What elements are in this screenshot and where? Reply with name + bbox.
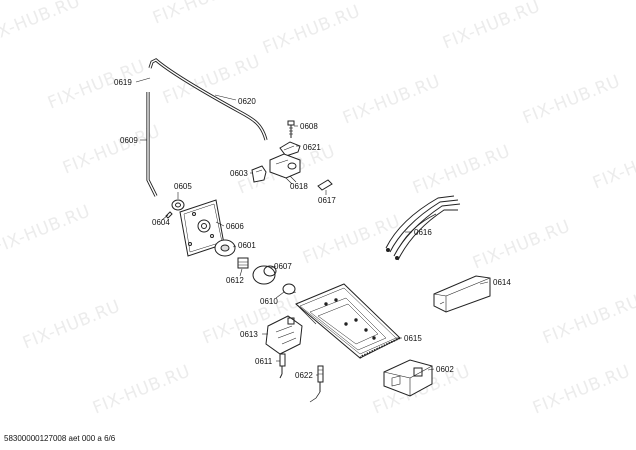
leader-0618 [289, 175, 297, 183]
rod-0609 [146, 92, 158, 197]
part-label-0620: 0620 [238, 97, 256, 106]
harness-0616 [385, 195, 461, 261]
leader-0619 [135, 77, 151, 83]
part-label-0601: 0601 [238, 241, 256, 250]
part-label-0613: 0613 [240, 330, 258, 339]
part-label-0622: 0622 [295, 371, 313, 380]
drawing-footer: 58300000127008 aet 000 a 6/6 [4, 434, 116, 443]
part-label-0617: 0617 [318, 196, 336, 205]
leader-0610 [275, 291, 285, 299]
bushing-0610 [282, 283, 297, 295]
bracket-0602 [383, 359, 433, 397]
screw-0608 [287, 120, 295, 138]
part-label-0612: 0612 [226, 276, 244, 285]
leader-0620 [214, 94, 237, 101]
pin-0617 [317, 179, 333, 191]
part-label-0619: 0619 [114, 78, 132, 87]
burner-0615 [295, 283, 401, 359]
part-label-0609: 0609 [120, 136, 138, 145]
part-label-0614: 0614 [493, 278, 511, 287]
part-label-0615: 0615 [404, 334, 422, 343]
valve-0618 [269, 153, 301, 185]
block-0613 [265, 315, 303, 355]
leader-0604 [161, 214, 169, 221]
part-label-0608: 0608 [300, 122, 318, 131]
part-label-0610: 0610 [260, 297, 278, 306]
leader-0606 [215, 221, 225, 227]
leader-0601 [232, 245, 237, 248]
part-label-0607: 0607 [274, 262, 292, 271]
part-label-0606: 0606 [226, 222, 244, 231]
part-label-0605: 0605 [174, 182, 192, 191]
part-label-0616: 0616 [414, 228, 432, 237]
part-label-0618: 0618 [290, 182, 308, 191]
part-label-0602: 0602 [436, 365, 454, 374]
igniter-0611 [279, 353, 286, 379]
part-label-0611: 0611 [255, 357, 273, 366]
leader-0602 [427, 368, 435, 371]
nut-0612 [237, 257, 249, 269]
bracket-0603 [251, 165, 267, 183]
leader-0607 [269, 265, 277, 269]
leader-0612 [239, 268, 243, 277]
part-label-0621: 0621 [303, 143, 321, 152]
part-label-0604: 0604 [152, 218, 170, 227]
electrode-0622 [309, 365, 324, 403]
rod-0620 [148, 58, 268, 141]
leader-0614 [479, 281, 489, 285]
washer-0605 [171, 199, 185, 211]
knob-0607 [252, 265, 277, 285]
part-label-0603: 0603 [230, 169, 248, 178]
flange-0601 [214, 239, 236, 257]
cover-0614 [433, 275, 491, 313]
screw-0604 [165, 211, 173, 219]
